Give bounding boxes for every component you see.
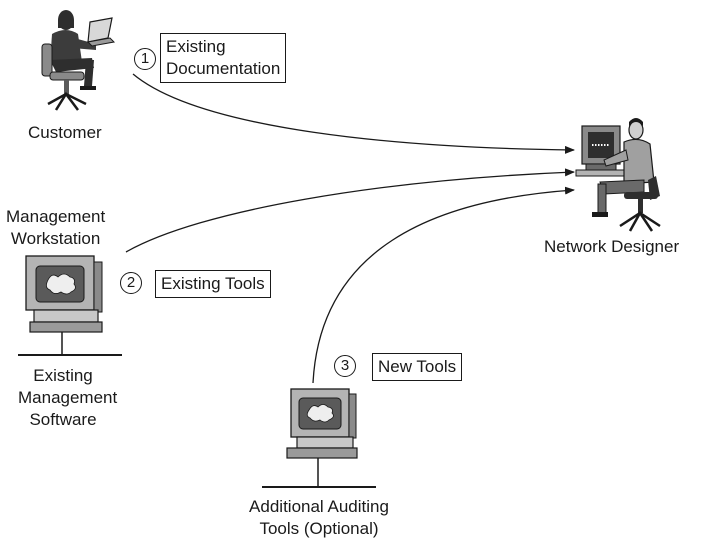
flow-arrow-1	[132, 73, 575, 154]
customer-label: Customer	[28, 123, 102, 142]
network-designer-label: Network Designer	[544, 237, 680, 256]
management-workstation-computer-icon	[18, 255, 122, 356]
flow-arrow-2	[125, 168, 575, 253]
auditing-tools-label-line2: Tools (Optional)	[259, 519, 379, 538]
step-1-badge: 1	[134, 48, 156, 70]
existing-software-label: Existing Management Software	[18, 365, 118, 431]
step-3-badge: 3	[334, 355, 356, 377]
customer-icon	[41, 10, 116, 111]
management-workstation-label-line2: Workstation	[10, 229, 101, 248]
step-2-badge: 2	[120, 272, 142, 294]
auditing-tools-label-line1: Additional Auditing	[249, 497, 389, 516]
flow-3-label-box: New Tools	[372, 353, 463, 381]
flow-arrow-3	[312, 186, 575, 384]
flow-2-label-box: Existing Tools	[155, 270, 271, 298]
management-workstation-label-line1: Management	[6, 207, 106, 226]
management-workstation-label: Management Workstation	[6, 206, 105, 250]
auditing-tools-label: Additional Auditing Tools (Optional)	[244, 496, 394, 540]
existing-software-label-line2: Management	[18, 388, 118, 407]
auditing-tools-computer-icon	[262, 388, 376, 488]
network-designer-icon	[575, 118, 661, 232]
existing-software-label-line3: Software	[29, 410, 97, 429]
flow-1-label-line2: Documentation	[166, 59, 281, 78]
flow-1-label-line1: Existing	[166, 37, 226, 56]
existing-software-label-line1: Existing	[33, 366, 93, 385]
flow-1-label-box: Existing Documentation	[160, 33, 287, 83]
